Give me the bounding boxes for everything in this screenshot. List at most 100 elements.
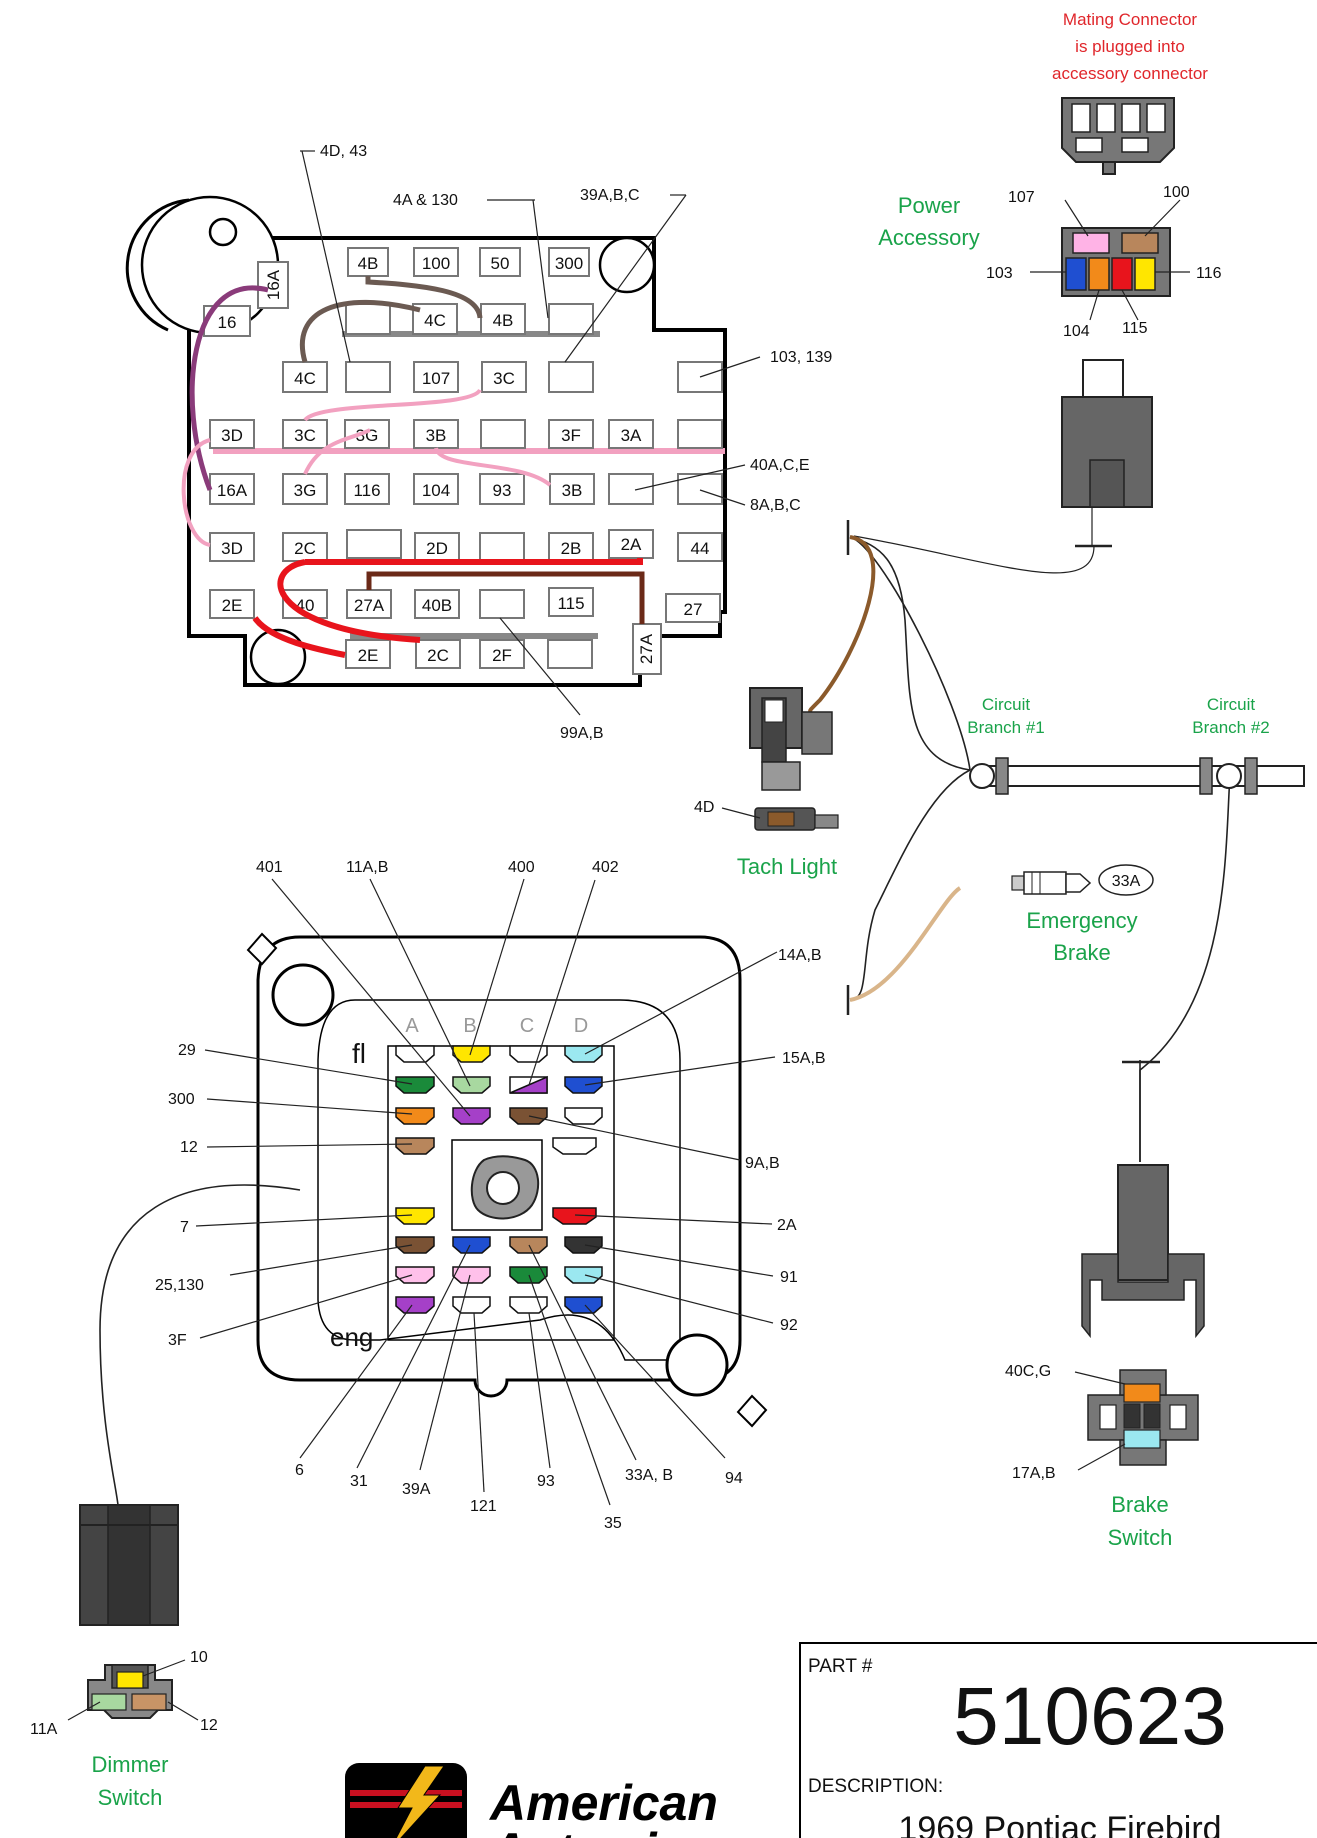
bh-label: 401 (256, 859, 283, 876)
power-accessory-line-2: Accessory (878, 225, 979, 250)
logo-line-2: Autowire (488, 1823, 704, 1838)
callout-4a-130: 4A & 130 (393, 192, 458, 209)
fuse-cell: 16A (264, 269, 283, 300)
fuse-cell: 50 (491, 254, 510, 273)
bh-label: 12 (180, 1139, 198, 1156)
bulkhead-col-b: B (463, 1015, 476, 1037)
branch-1-line-2: Branch #1 (967, 718, 1045, 737)
pa-pin-107: 107 (1008, 189, 1035, 206)
fuse-cell: 4C (294, 369, 316, 388)
pa-pin-100: 100 (1163, 184, 1190, 201)
fuse-cell: 3C (493, 369, 515, 388)
bh-label: 3F (168, 1332, 187, 1349)
callout-103-139: 103, 139 (770, 349, 832, 366)
fuse-cell: 3B (426, 426, 447, 445)
description-label: DESCRIPTION: (808, 1776, 943, 1797)
bh-label: 93 (537, 1473, 555, 1490)
pa-pin-116: 116 (1196, 265, 1222, 282)
bh-label: 300 (168, 1091, 195, 1108)
part-label: PART # (808, 1656, 873, 1677)
bulkhead-eng: eng (330, 1322, 373, 1352)
dimmer-pin-12: 12 (200, 1717, 218, 1734)
fuse-cell: 2E (358, 646, 379, 665)
fuse-cell: 27 (684, 600, 703, 619)
fuse-cell: 300 (555, 254, 583, 273)
fuse-cell: 16 (218, 313, 237, 332)
bh-label: 94 (725, 1470, 743, 1487)
fuse-cell: 3G (356, 426, 379, 445)
fuse-cell: 3G (294, 481, 317, 500)
fuse-cell: 4B (358, 254, 379, 273)
fuse-cell: 2F (492, 646, 512, 665)
fuse-jumpers (181, 276, 645, 658)
bh-label: 402 (592, 859, 619, 876)
fuse-cell: 27A (637, 633, 656, 664)
bh-label: 2A (777, 1217, 797, 1234)
fuse-cell: 16A (217, 481, 248, 500)
bh-label: 91 (780, 1269, 798, 1286)
fuse-cell: 2B (561, 539, 582, 558)
title-block: PART # 510623 DESCRIPTION: 1969 Pontiac … (799, 1642, 1317, 1838)
fuse-cell: 4C (424, 311, 446, 330)
fuse-cell: 3C (294, 426, 316, 445)
bulkhead-col-d: D (574, 1015, 588, 1037)
bh-label: 11A,B (346, 859, 388, 876)
brake-switch-line-1: Brake (1111, 1492, 1168, 1517)
bh-label: 29 (178, 1042, 196, 1059)
fuse-cell: 100 (422, 254, 450, 273)
brake-switch: 40C,G 17A,B Brake Switch (1005, 1060, 1205, 1550)
fuse-cell: 2D (426, 539, 448, 558)
fuse-cell: 3A (621, 426, 642, 445)
ebrake-line-2: Brake (1053, 940, 1110, 965)
bulkhead-fl: fl (352, 1038, 366, 1069)
tach-light: 4D Tach Light (694, 687, 839, 879)
tach-light-label: Tach Light (737, 854, 837, 879)
callout-4d-43: 4D, 43 (320, 143, 367, 160)
pa-pin-103: 103 (986, 265, 1013, 282)
emergency-brake: 33A Emergency Brake (1011, 864, 1154, 965)
brake-pin-bottom: 17A,B (1012, 1465, 1056, 1482)
bulkhead-pins (395, 1045, 603, 1314)
callout-40ace: 40A,C,E (750, 457, 810, 474)
bh-label: 25,130 (155, 1277, 204, 1294)
bh-label: 14A,B (778, 947, 822, 964)
bh-label: 400 (508, 859, 535, 876)
bh-label: 7 (180, 1219, 189, 1236)
power-accessory-line-1: Power (898, 193, 960, 218)
harness-wires (808, 520, 1231, 1162)
mating-connector-label: Mating Connector is plugged into accesso… (1052, 10, 1208, 83)
mating-line-3: accessory connector (1052, 64, 1208, 83)
branch-1-line-1: Circuit (982, 695, 1030, 714)
fuse-cell: 2A (621, 535, 642, 554)
mating-line-2: is plugged into (1075, 37, 1185, 56)
fuse-cell: 3D (221, 426, 243, 445)
bh-label: 33A, B (625, 1467, 673, 1484)
mating-connector (1061, 97, 1175, 175)
mating-line-1: Mating Connector (1063, 10, 1198, 29)
bulkhead-col-a: A (405, 1015, 419, 1037)
bulkhead-connector: fl eng A B C D (246, 932, 768, 1428)
pa-pin-115: 115 (1122, 320, 1148, 337)
bulkhead-leaders (195, 878, 778, 1506)
fuse-cell: 104 (422, 481, 450, 500)
fuse-cell: 2C (427, 646, 449, 665)
logo-line-1: American (488, 1775, 718, 1831)
bh-label: 31 (350, 1473, 368, 1490)
bh-label: 92 (780, 1317, 798, 1334)
bulkhead-labels: 29 300 12 7 25,130 3F 14A,B 15A,B 9A,B 2… (155, 859, 826, 1532)
bh-label: 6 (295, 1462, 304, 1479)
callout-8abc: 8A,B,C (750, 497, 801, 514)
fuse-cell: 3B (562, 481, 583, 500)
fuse-cells: 4B 100 50 300 16 16A 4C 4B 4C 107 3C 3D … (203, 247, 723, 675)
dimmer-pin-10: 10 (190, 1649, 208, 1666)
pa-pin-104: 104 (1063, 323, 1090, 340)
callout-99ab: 99A,B (560, 725, 604, 742)
fuse-cell: 44 (691, 539, 710, 558)
ebrake-line-1: Emergency (1026, 908, 1137, 933)
bh-label: 15A,B (782, 1050, 826, 1067)
fuse-cell: 93 (493, 481, 512, 500)
branch-2-line-1: Circuit (1207, 695, 1255, 714)
ebrake-pin-33a: 33A (1112, 873, 1141, 890)
description-text: 1969 Pontiac Firebird (898, 1810, 1221, 1838)
